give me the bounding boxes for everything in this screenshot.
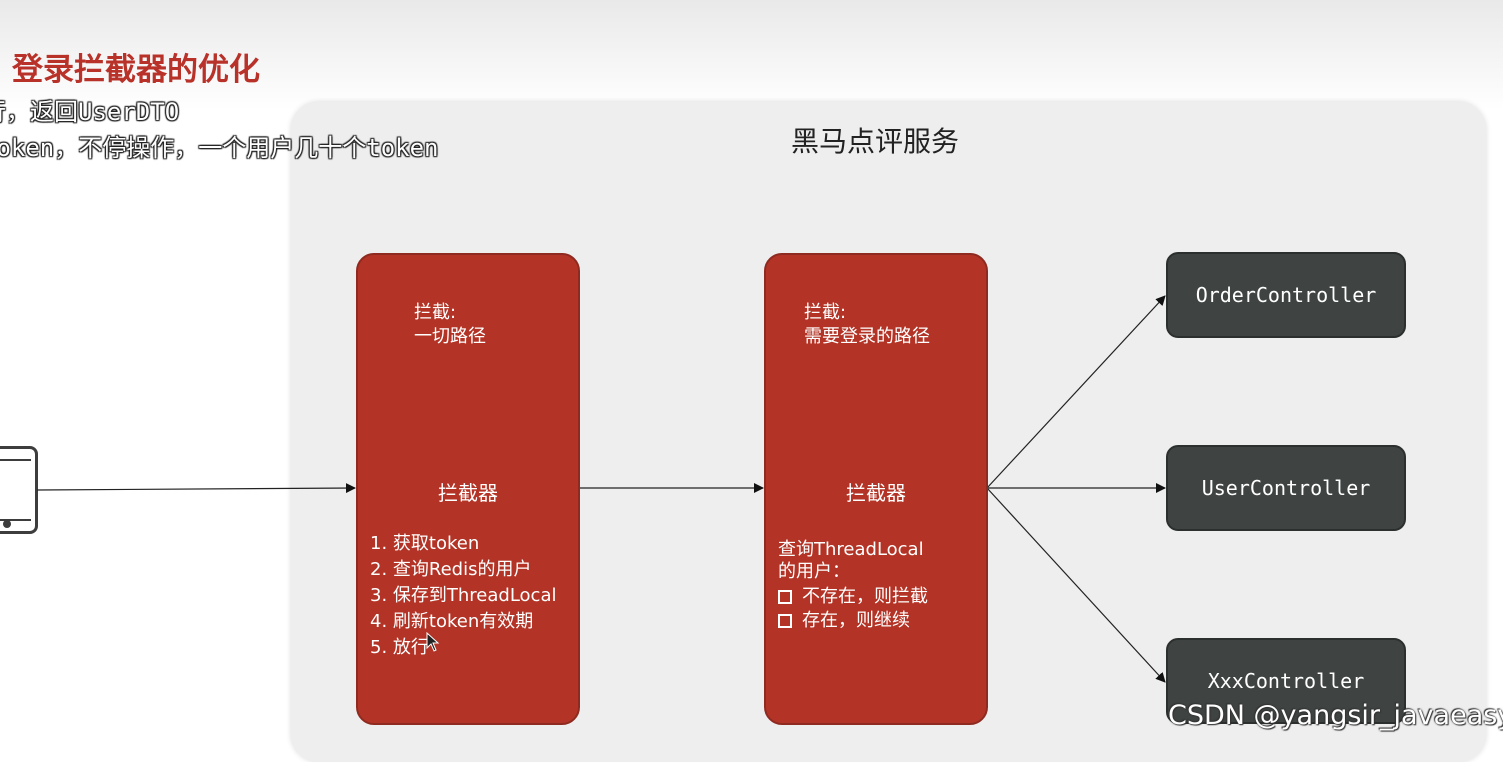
user-controller: UserController bbox=[1166, 445, 1406, 531]
xxx-controller: XxxController bbox=[1166, 638, 1406, 724]
flow-arrows bbox=[36, 295, 1166, 683]
option-label: 不存在，则拦截 bbox=[802, 586, 928, 607]
page-title: 登录拦截器的优化 bbox=[12, 52, 260, 88]
overlay-caption-line-2: token，不停操作，一个用户几十个token bbox=[0, 134, 439, 162]
interceptor2-check-line2: 的用户： bbox=[778, 561, 850, 582]
interceptor1-scope-value: 一切路径 bbox=[414, 326, 486, 347]
arrow-to-xxx-controller bbox=[986, 487, 1166, 683]
phone-screen bbox=[0, 459, 31, 521]
top-gradient bbox=[0, 0, 1503, 110]
arrow-phone-to-interceptor1 bbox=[36, 483, 356, 494]
interceptor1-name: 拦截器 bbox=[438, 481, 498, 505]
interceptor2-options: 不存在，则拦截 存在，则继续 bbox=[778, 585, 928, 633]
interceptor-all-paths: 拦截: 一切路径 拦截器 1. 获取token 2. 查询Redis的用户 3.… bbox=[356, 253, 580, 725]
step-item: 1. 获取token bbox=[370, 533, 480, 554]
step-item: 3. 保存到ThreadLocal bbox=[370, 585, 557, 606]
interceptor1-scope-label: 拦截: bbox=[414, 302, 457, 323]
watermark: CSDN @yangsir_javaeasy bbox=[1168, 700, 1503, 731]
phone-icon bbox=[0, 446, 38, 534]
interceptor2-scope-label: 拦截: bbox=[804, 302, 847, 323]
interceptor1-steps: 1. 获取token 2. 查询Redis的用户 3. 保存到ThreadLoc… bbox=[370, 531, 557, 661]
option-item: 不存在，则拦截 bbox=[778, 585, 928, 609]
checkbox-square-icon bbox=[778, 590, 792, 604]
interceptor1-scope: 拦截: 一切路径 bbox=[414, 301, 486, 349]
step-item: 5. 放行 bbox=[370, 637, 429, 658]
interceptor2-name: 拦截器 bbox=[846, 481, 906, 505]
checkbox-square-icon bbox=[778, 614, 792, 628]
option-label: 存在，则继续 bbox=[802, 610, 910, 631]
step-item: 2. 查询Redis的用户 bbox=[370, 559, 532, 580]
arrow-to-order-controller bbox=[986, 295, 1166, 489]
order-controller: OrderController bbox=[1166, 252, 1406, 338]
interceptor-login-paths: 拦截: 需要登录的路径 拦截器 查询ThreadLocal 的用户： 不存在，则… bbox=[764, 253, 988, 725]
interceptor2-scope-value: 需要登录的路径 bbox=[804, 326, 930, 347]
service-title: 黑马点评服务 bbox=[791, 125, 960, 158]
interceptor2-check: 查询ThreadLocal 的用户： bbox=[778, 539, 924, 583]
interceptor2-scope: 拦截: 需要登录的路径 bbox=[804, 301, 930, 349]
mouse-cursor-icon bbox=[426, 632, 440, 652]
option-item: 存在，则继续 bbox=[778, 609, 928, 633]
overlay-caption-line-1: 行，返回UserDTO bbox=[0, 98, 180, 126]
step-item: 4. 刷新token有效期 bbox=[370, 611, 534, 632]
phone-home-button bbox=[3, 520, 11, 528]
interceptor2-check-line1: 查询ThreadLocal bbox=[778, 539, 924, 560]
